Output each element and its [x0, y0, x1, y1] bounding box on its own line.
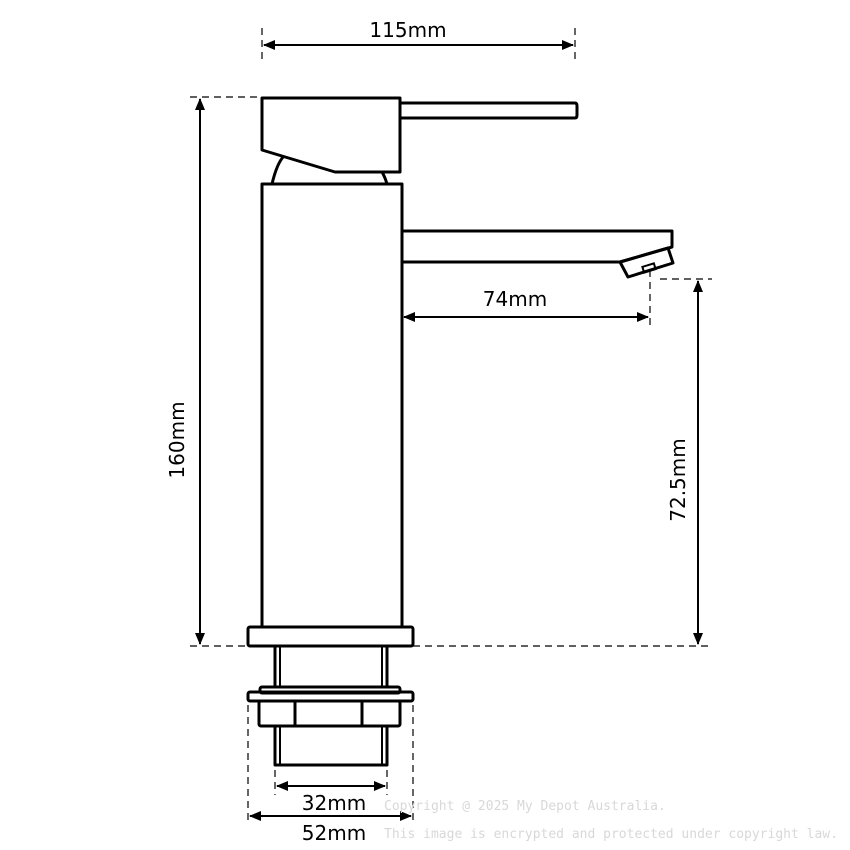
dimension-arrows [195, 40, 703, 821]
handle-block [260, 96, 402, 174]
threaded-tail [273, 726, 389, 767]
label-spout-height: 72.5mm [666, 438, 690, 522]
aerator [618, 246, 675, 279]
label-overall-width: 115mm [369, 18, 446, 42]
hex-nut [257, 699, 402, 728]
tap-body [260, 182, 404, 629]
watermark-line-2: This image is encrypted and protected un… [384, 827, 838, 842]
label-thread-diameter: 32mm [302, 791, 366, 815]
label-spout-reach: 74mm [483, 287, 547, 311]
base-flange [246, 625, 415, 648]
tap-outline [246, 96, 675, 767]
label-nut-diameter: 52mm [302, 821, 366, 845]
watermark-line-1: Copyright @ 2025 My Depot Australia. [384, 799, 666, 814]
label-overall-height: 160mm [165, 401, 189, 478]
extension-lines [190, 28, 712, 822]
spout [402, 229, 674, 264]
handle-lever [400, 101, 579, 120]
